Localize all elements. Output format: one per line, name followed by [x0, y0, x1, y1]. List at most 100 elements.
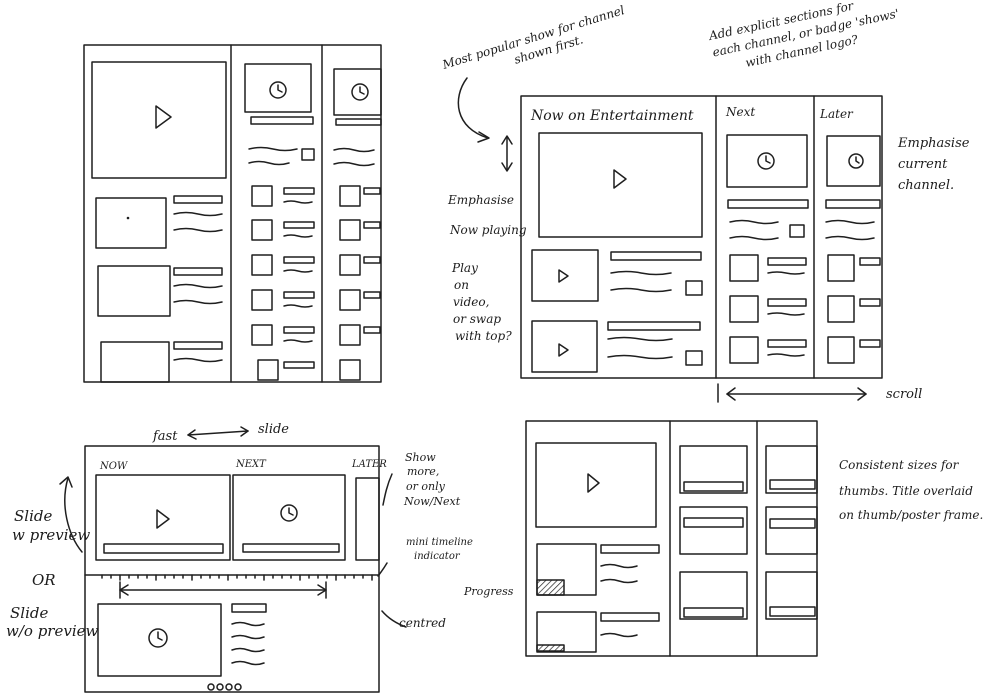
sketch-c-text-lines — [231, 603, 267, 666]
sketch-a-hero-video[interactable] — [91, 61, 227, 179]
note-emphasise-now: Emphasise Now playing — [447, 193, 527, 237]
sketch-c-preview-card[interactable] — [97, 603, 222, 677]
annotation-arrow — [377, 562, 388, 577]
sketch-a-thumb[interactable] — [95, 197, 167, 249]
sketch-d-hero-video[interactable] — [535, 442, 657, 528]
sketch-d-thumb[interactable] — [536, 543, 597, 596]
play-icon — [613, 169, 627, 189]
sketch-d-later-list — [765, 445, 818, 620]
note-slide-with-preview: Slide w preview — [12, 507, 90, 544]
sketch-d-text-lines — [600, 544, 660, 638]
play-icon — [156, 509, 170, 529]
sketch-b-thumb[interactable] — [531, 320, 598, 373]
sketch-b-frame — [520, 95, 883, 379]
sketch-c-progress-bar — [103, 543, 224, 554]
play-icon — [558, 269, 569, 283]
clock-icon — [757, 152, 775, 170]
arrow-right-icon — [857, 387, 867, 401]
sketch-a-later-thumb[interactable] — [333, 68, 382, 116]
sketch-b-title-bar — [727, 199, 809, 209]
sketch-c-tab-now[interactable]: NOW — [99, 461, 128, 472]
clock-icon — [351, 83, 369, 101]
arrow-right-icon — [240, 426, 249, 437]
sketch-c-timeline-ticks — [101, 574, 373, 581]
sketch-c-title-bar — [242, 543, 340, 553]
sketch-a-next-thumb[interactable] — [244, 63, 312, 113]
page-dot[interactable] — [216, 683, 224, 691]
fast-slide-arrow — [187, 430, 249, 436]
note-emphasise-channel: Emphasise current channel. — [897, 136, 974, 193]
annotation-arrow — [381, 610, 407, 628]
clock-icon — [359, 86, 365, 95]
sketch-d-thumb-title-overlay — [536, 579, 565, 596]
play-icon — [155, 105, 172, 129]
sketch-c-next-card[interactable] — [232, 474, 346, 561]
sketch-a-frame — [83, 44, 382, 383]
sketch-b-later-thumb[interactable] — [826, 135, 881, 187]
clock-icon — [157, 631, 163, 641]
sketch-a-title-bar — [335, 118, 382, 126]
sketch-a-text-lines — [173, 195, 223, 363]
sketch-b-tab-now[interactable]: Now on Entertainment — [530, 108, 694, 124]
annotation-arrow — [382, 473, 393, 506]
note-show-more: Show more, or only Now/Next — [403, 451, 461, 508]
sketch-a-thumb[interactable] — [97, 265, 171, 317]
clock-icon — [765, 155, 771, 164]
arrow-down-icon — [501, 162, 513, 172]
sketch-d-thumb-title-overlay — [536, 644, 565, 652]
sketch-c-tab-later[interactable]: LATER — [351, 459, 387, 470]
scroll-label: scroll — [886, 387, 922, 402]
sketch-d-thumb[interactable] — [536, 611, 597, 653]
sketch-a-thumb[interactable] — [100, 341, 170, 383]
arrow-head-icon — [477, 131, 490, 143]
sketch-a-wireframe — [83, 44, 382, 383]
note-progress: Progress — [463, 585, 514, 598]
arrow-right-icon — [317, 584, 327, 596]
sketch-a-next-list — [251, 185, 315, 381]
note-popular-show: Most popular show for channel shown firs… — [440, 2, 635, 88]
slide-label: slide — [258, 422, 289, 437]
clock-icon — [288, 507, 294, 516]
note-centred: centred — [399, 616, 446, 630]
clock-icon — [148, 628, 168, 648]
sketch-c-now-card[interactable] — [95, 474, 231, 561]
clock-icon — [855, 156, 860, 164]
arrow-head-icon — [59, 476, 73, 488]
sketch-b-thumb[interactable] — [531, 249, 599, 302]
sketch-b-tab-later[interactable]: Later — [819, 107, 854, 121]
sketch-a-dot — [126, 216, 130, 220]
arrow-left-icon — [726, 387, 736, 401]
sketch-c-frame — [84, 445, 380, 693]
note-explicit-sections: Add explicit sections for each channel, … — [707, 0, 908, 76]
page-dot[interactable] — [207, 683, 215, 691]
sketch-d-next-list — [679, 445, 748, 620]
sketch-b-next-thumb[interactable] — [726, 134, 808, 188]
page-dot[interactable] — [225, 683, 233, 691]
fast-label: fast — [152, 429, 178, 444]
annotation-arrow — [64, 477, 83, 553]
note-play-on-video: Play on video, or swap with top? — [451, 261, 512, 343]
note-or: OR — [32, 571, 56, 589]
clock-icon — [277, 84, 283, 93]
page-dot[interactable] — [234, 683, 242, 691]
clock-icon — [848, 153, 864, 169]
sketch-b-tab-next[interactable]: Next — [725, 105, 755, 119]
sketch-d-frame — [525, 420, 818, 657]
sketch-a-title-bar — [250, 116, 314, 125]
note-mini-timeline: mini timeline indicator — [406, 537, 476, 562]
sketch-c-tab-next[interactable]: NEXT — [235, 459, 267, 470]
note-slide-without-preview: Slide w/o preview — [6, 604, 98, 640]
arrow-left-icon — [119, 584, 129, 596]
sketch-b-wireframe: Now on Entertainment Next Later — [457, 77, 922, 403]
play-icon — [587, 473, 600, 493]
clock-icon — [269, 81, 287, 99]
clock-icon — [280, 504, 298, 522]
sketch-a-later-list — [333, 147, 381, 381]
sketch-c-later-card[interactable] — [355, 477, 380, 561]
sketch-a-next-lines — [248, 146, 315, 166]
note-consistent-sizes: Consistent sizes for thumbs. Title overl… — [839, 458, 983, 522]
sketch-b-hero-video[interactable] — [538, 132, 703, 238]
play-icon — [558, 343, 569, 357]
arrow-left-icon — [187, 429, 197, 440]
sketch-b-later-list — [825, 219, 881, 364]
